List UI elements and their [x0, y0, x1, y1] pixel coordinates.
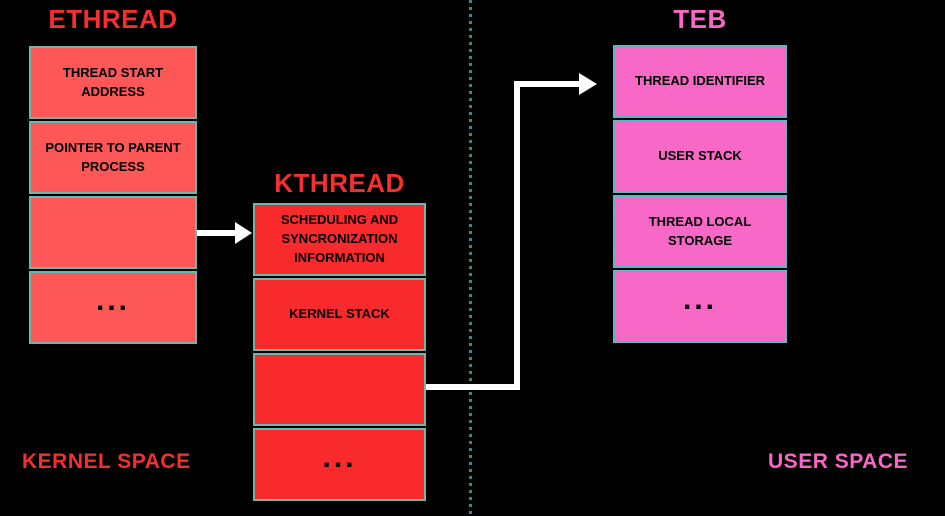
arrow-kthread-to-teb	[398, 73, 597, 390]
teb-box-user-stack: USER STACK	[613, 120, 787, 193]
ethread-box-pointer-to-parent-process: POINTER TO PARENT PROCESS	[29, 121, 197, 194]
kernel-user-divider	[469, 0, 472, 516]
kthread-box-more: ...	[253, 428, 426, 501]
ethread-box-more: ...	[29, 271, 197, 344]
kthread-title: KTHREAD	[274, 168, 405, 198]
box-label: SCHEDULING AND SYNCRONIZATION INFORMATIO…	[280, 212, 399, 265]
kthread-box-teb-pointer	[253, 353, 426, 426]
kthread-box-scheduling-info: SCHEDULING AND SYNCRONIZATION INFORMATIO…	[253, 203, 426, 276]
teb-stack: THREAD IDENTIFIER USER STACK THREAD LOCA…	[613, 45, 787, 343]
kthread-box-kernel-stack: KERNEL STACK	[253, 278, 426, 351]
kthread-stack: SCHEDULING AND SYNCRONIZATION INFORMATIO…	[253, 203, 426, 501]
ethread-structure: ETHREAD THREAD START ADDRESS POINTER TO …	[29, 0, 197, 345]
box-label: THREAD LOCAL STORAGE	[648, 213, 752, 248]
teb-box-thread-identifier: THREAD IDENTIFIER	[613, 45, 787, 118]
teb-structure: TEB THREAD IDENTIFIER USER STACK THREAD …	[613, 0, 787, 345]
ethread-title: ETHREAD	[48, 4, 178, 34]
kthread-structure: KTHREAD SCHEDULING AND SYNCRONIZATION IN…	[253, 0, 426, 502]
user-space-label: USER SPACE	[768, 450, 908, 473]
box-label: KERNEL STACK	[289, 306, 390, 322]
ethread-stack: THREAD START ADDRESS POINTER TO PARENT P…	[29, 46, 197, 344]
box-label: THREAD IDENTIFIER	[635, 73, 765, 89]
box-label: POINTER TO PARENT PROCESS	[45, 139, 181, 174]
teb-box-more: ...	[613, 270, 787, 343]
ethread-box-kthread-pointer	[29, 196, 197, 269]
ethread-box-thread-start-address: THREAD START ADDRESS	[29, 46, 197, 119]
kernel-space-label: KERNEL SPACE	[22, 450, 191, 473]
box-label: USER STACK	[658, 148, 742, 164]
teb-box-thread-local-storage: THREAD LOCAL STORAGE	[613, 195, 787, 268]
box-label: THREAD START ADDRESS	[62, 64, 164, 99]
teb-title: TEB	[673, 4, 727, 34]
